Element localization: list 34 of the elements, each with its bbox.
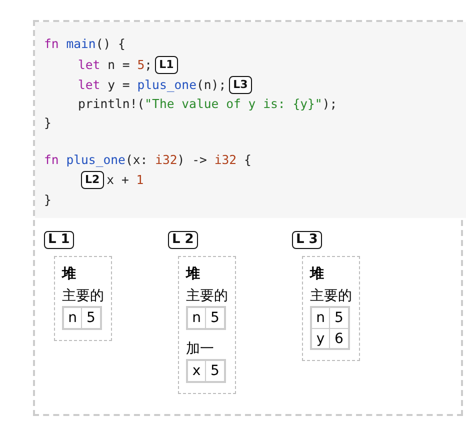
frame-name: 主要的 xyxy=(310,287,352,305)
frame-name: 加一 xyxy=(186,340,228,358)
frame-name: 主要的 xyxy=(62,287,104,305)
code-line: fn plus_one(x: i32) -> i32 { xyxy=(44,152,252,166)
variable-cell: n xyxy=(312,308,330,328)
stack-heading: 堆 xyxy=(186,265,201,283)
variable-cell: y xyxy=(312,328,330,348)
stack-heading: 堆 xyxy=(310,265,325,283)
variable-cell: n xyxy=(64,308,82,328)
stack-frame-box xyxy=(302,256,360,361)
code-line: let y = plus_one(n); xyxy=(78,78,226,92)
code-line: } xyxy=(44,116,52,130)
frame-name: 主要的 xyxy=(186,287,228,305)
stack-heading: 堆 xyxy=(62,265,77,283)
value-cell: 5 xyxy=(82,308,100,328)
step-badge: L 3 xyxy=(292,231,322,249)
variable-cell: x xyxy=(188,361,206,381)
code-line: x + 1 xyxy=(106,172,144,186)
value-cell: 6 xyxy=(330,328,348,348)
code-line: println!("The value of y is: {y}"); xyxy=(78,96,338,110)
code-line: fn main() { xyxy=(44,36,126,50)
code-line: } xyxy=(44,192,52,206)
step-badge: L 1 xyxy=(44,231,74,249)
variable-cell: n xyxy=(188,308,206,328)
stack-frame-box xyxy=(178,256,236,394)
value-cell: 5 xyxy=(206,361,224,381)
value-cell: 5 xyxy=(206,308,224,328)
line-marker-badge: L3 xyxy=(229,76,252,94)
stack-frame-box xyxy=(54,256,112,341)
line-marker-badge: L2 xyxy=(81,170,104,188)
step-badge: L 2 xyxy=(168,231,198,249)
code-line: let n = 5; xyxy=(78,58,152,72)
line-marker-badge: L1 xyxy=(155,56,178,74)
value-cell: 5 xyxy=(330,308,348,328)
